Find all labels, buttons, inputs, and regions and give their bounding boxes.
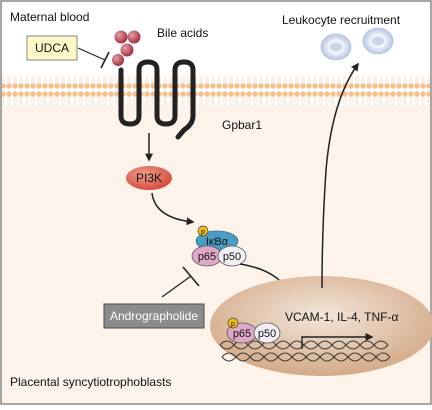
bile-acid-molecule <box>112 54 124 66</box>
pi3k-label: PI3K <box>136 171 162 185</box>
target-genes-label: VCAM-1, IL-4, TNF-α <box>285 310 398 324</box>
nuclear-phospho-marker <box>227 317 239 329</box>
nucleus <box>210 276 432 376</box>
leukocyte-recruitment-label: Leukocyte recruitment <box>282 13 401 27</box>
udca-label: UDCA <box>35 41 69 55</box>
gpbar1-receptor <box>118 59 196 140</box>
p65-label: p65 <box>198 251 216 263</box>
bile-acid-molecule <box>120 43 134 57</box>
pi3k-to-nfkb-arrow <box>151 192 195 226</box>
pi3k-node <box>126 166 172 190</box>
placental-cells-label: Placental syncytiotrophoblasts <box>10 375 171 389</box>
phospho-marker <box>197 225 209 237</box>
p50-label: p50 <box>223 251 241 263</box>
p50-node <box>217 245 247 267</box>
transcription-arrow <box>301 333 374 349</box>
bile-acids-label: Bile acids <box>157 26 208 40</box>
nfkb-complex: IκBα p65 p50 p <box>191 225 247 267</box>
dna-helix <box>219 340 391 362</box>
bile-acids-group <box>112 30 141 66</box>
bile-acid-molecule <box>127 30 141 44</box>
nuclear-nfkb-complex: p65 p50 p <box>226 317 281 344</box>
udca-inhibition-bar <box>100 51 110 69</box>
udca-inhibition-line <box>77 47 106 61</box>
gpbar1-label: Gpbar1 <box>222 118 262 132</box>
dna-strand <box>221 352 391 362</box>
leukocyte-nucleus-icon <box>330 42 342 52</box>
leukocyte-nucleus-icon <box>372 36 384 46</box>
nuclear-phospho-label: p <box>231 321 235 328</box>
leukocytes <box>320 27 394 61</box>
leukocyte-recruitment-arrow <box>321 62 359 289</box>
cell-membrane <box>2 76 430 106</box>
phospho-label: p <box>201 229 205 236</box>
andrographolide-label: Andrographolide <box>110 309 198 323</box>
nuclear-p65-label: p65 <box>233 328 251 340</box>
ikba-label: IκBα <box>206 236 229 248</box>
andrographolide-box <box>103 303 205 329</box>
maternal-blood-label: Maternal blood <box>10 10 89 24</box>
dna-strand <box>219 340 389 350</box>
nuclear-p50-label: p50 <box>258 328 276 340</box>
bile-acid-molecule <box>114 30 128 44</box>
nuclear-p50-node <box>253 322 281 344</box>
andrographolide-inhibition-bar <box>182 266 200 287</box>
udca-box <box>26 35 78 61</box>
andrographolide-inhibition-line <box>161 275 192 298</box>
